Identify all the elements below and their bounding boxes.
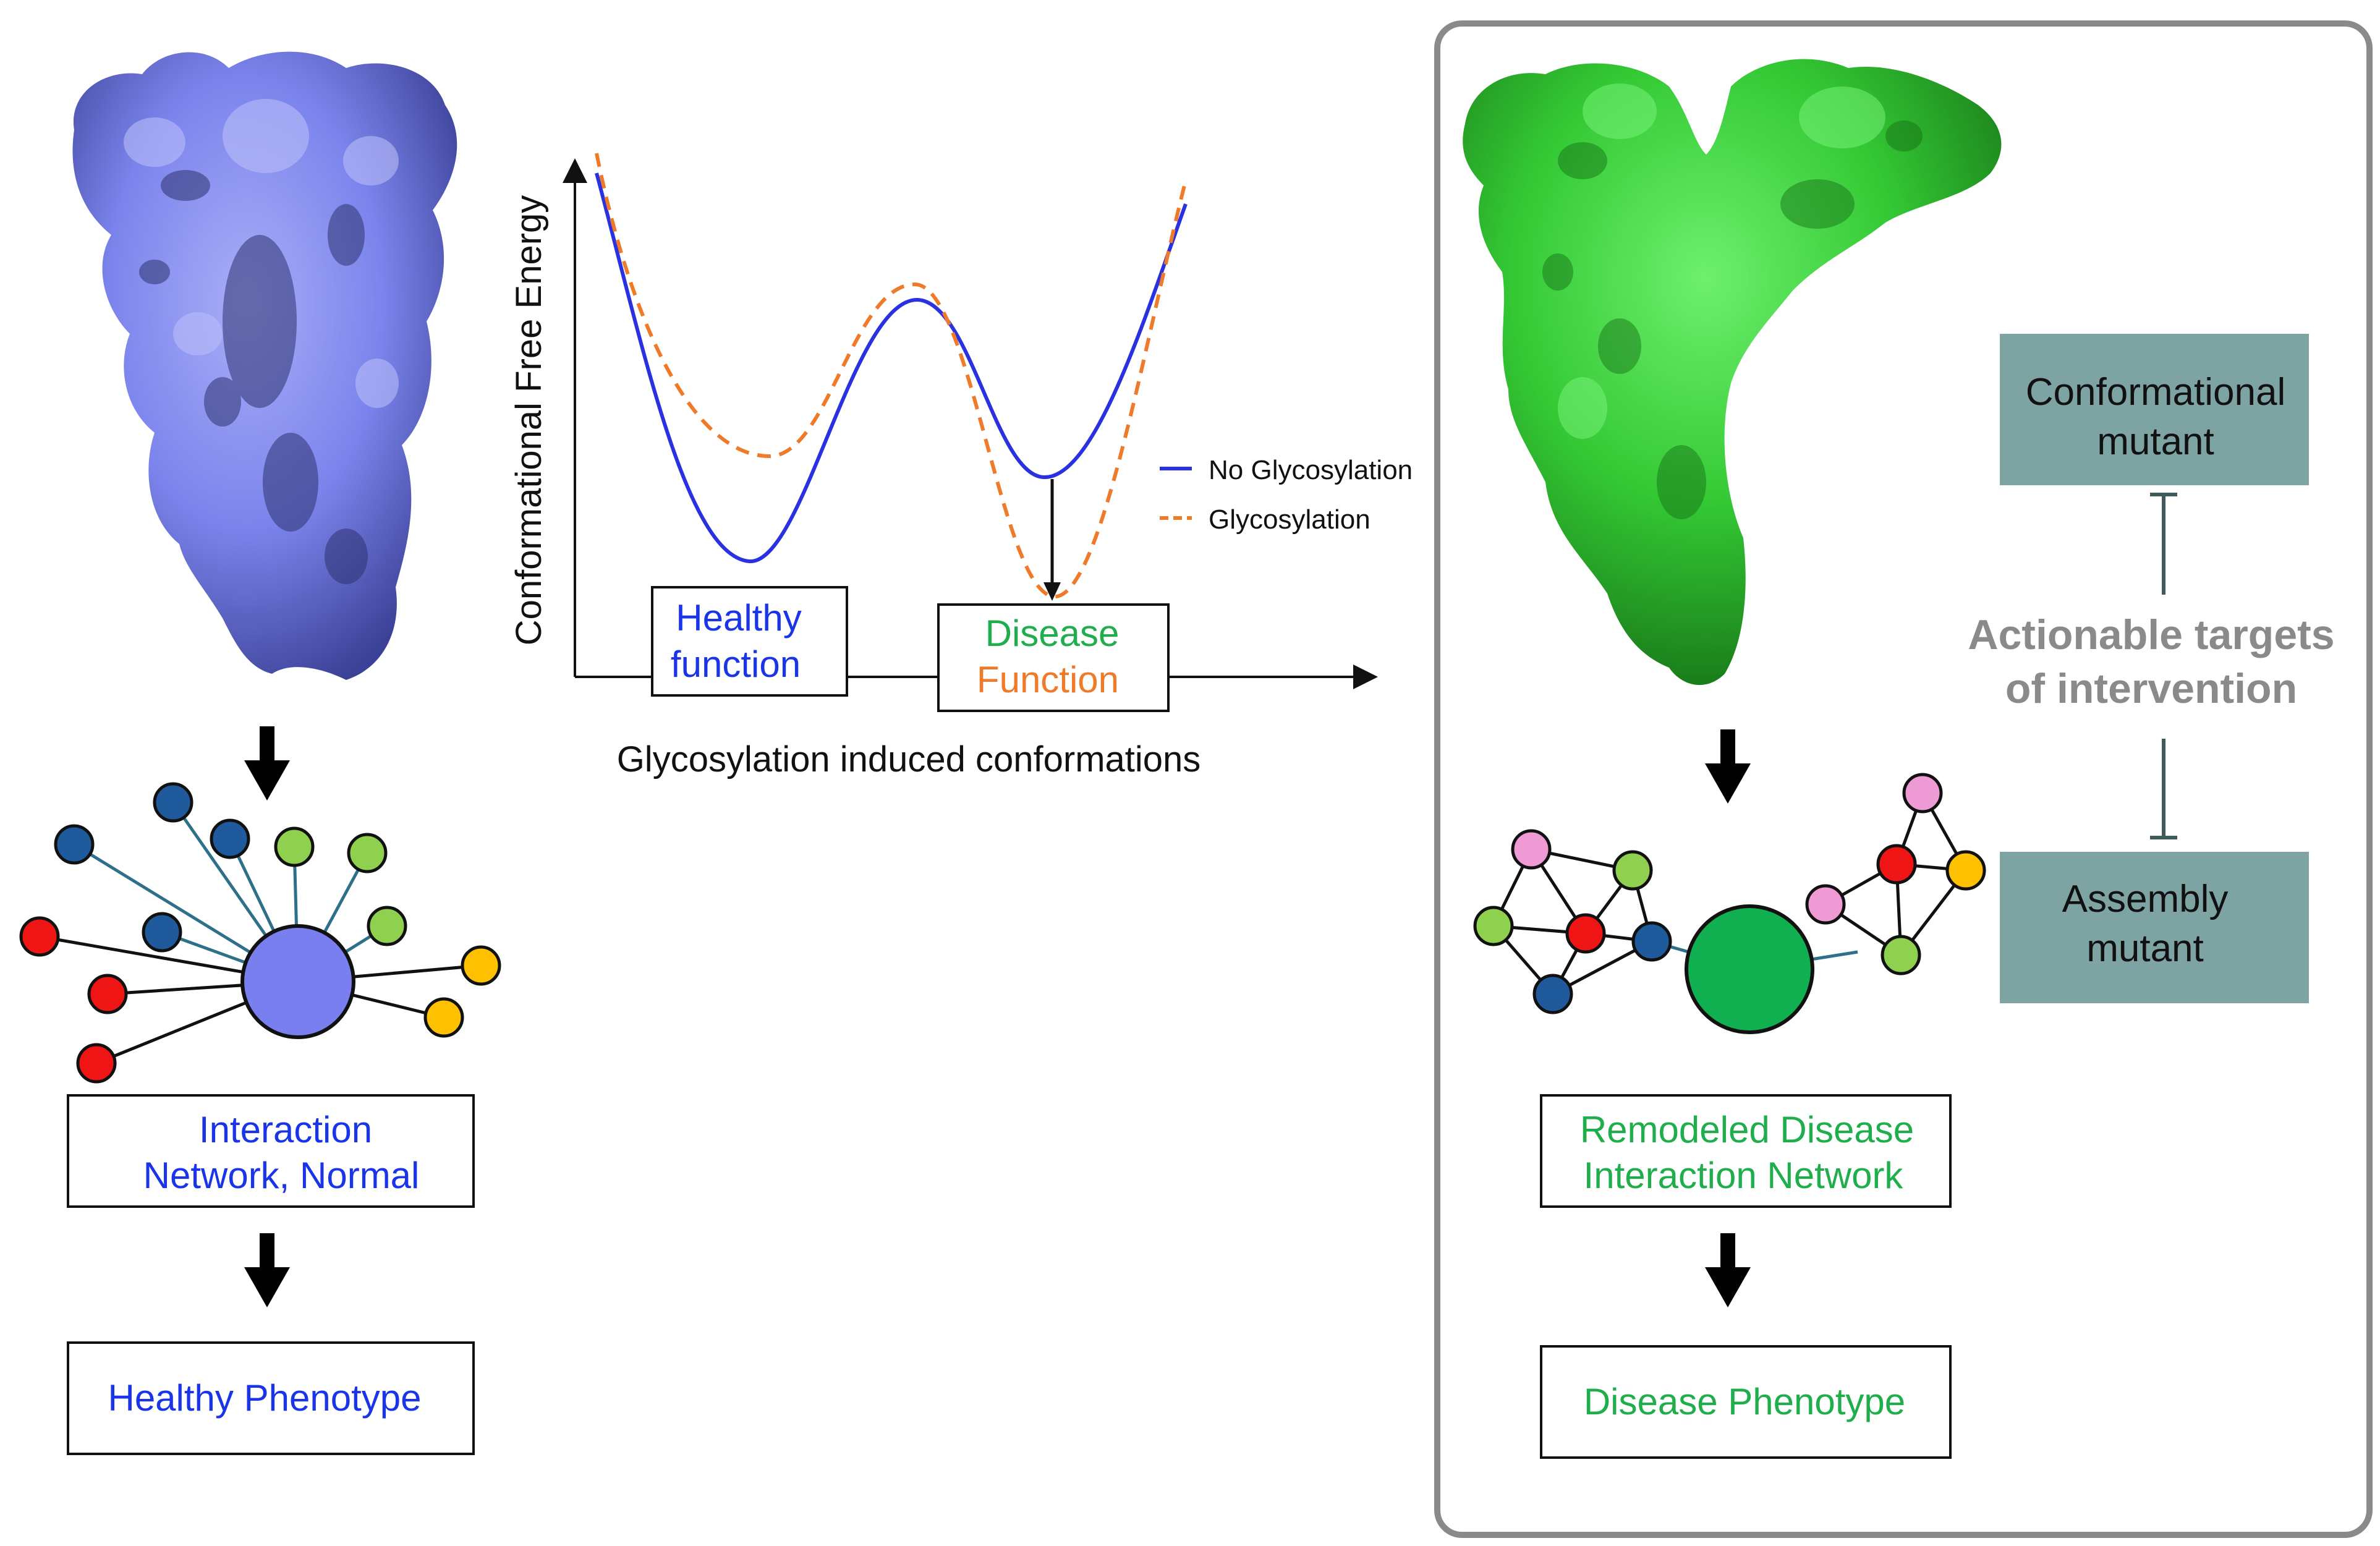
disease-protein-structure: [1463, 59, 2002, 686]
healthy-network-label-line2: Network, Normal: [143, 1155, 420, 1196]
disease-function-line1: Disease: [985, 613, 1120, 654]
plot-legend: No Glycosylation Glycosylation: [1160, 455, 1413, 535]
curve-glycosylation: [595, 153, 1188, 599]
disease-interaction-network: [1473, 773, 1986, 1034]
down-arrow-icon: [1705, 729, 1751, 804]
healthy-interaction-network: [19, 782, 501, 1084]
actionable-targets-label: Actionable targets of intervention: [1968, 611, 2334, 712]
legend-glycosylation: Glycosylation: [1209, 504, 1371, 535]
node-red: [1876, 844, 1917, 885]
hub-node-healthy: [240, 924, 355, 1039]
healthy-protein-structure: [72, 51, 457, 680]
conformational-mutant-line2: mutant: [2097, 420, 2214, 463]
healthy-function-line1: Healthy: [676, 597, 801, 639]
inhibition-connector-top: [2150, 493, 2177, 595]
actionable-line2: of intervention: [2005, 665, 2297, 712]
legend-no-glycosylation: No Glycosylation: [1209, 455, 1413, 485]
disease-panel-frame: [1434, 20, 2373, 1538]
disease-function-line2: Function: [977, 659, 1119, 700]
assembly-mutant-line1: Assembly: [2062, 878, 2229, 920]
node-pink: [1511, 829, 1552, 870]
node-dark-blue: [153, 782, 193, 823]
inhibition-connector-bottom: [2150, 739, 2177, 839]
healthy-function-line2: function: [671, 643, 801, 685]
y-axis-label: Conformational Free Energy: [509, 195, 549, 646]
disease-network-label-line2: Interaction Network: [1584, 1155, 1904, 1196]
node-yellow: [461, 945, 501, 986]
node-red: [76, 1043, 117, 1084]
node-green: [367, 906, 407, 946]
node-red: [1565, 913, 1606, 954]
down-arrow-icon: [1705, 1233, 1751, 1307]
curve-no-glycosylation: [595, 172, 1188, 564]
node-red: [87, 974, 128, 1014]
disease-network-box: Remodeled Disease Interaction Network: [1540, 1094, 1952, 1208]
energy-landscape-plot: Conformational Free Energy Glycosylation…: [509, 153, 1413, 779]
node-dark-blue: [1631, 921, 1672, 962]
healthy-phenotype-box: Healthy Phenotype: [67, 1341, 475, 1455]
node-dark-blue: [1532, 974, 1573, 1014]
disease-network-label-line1: Remodeled Disease: [1580, 1109, 1914, 1150]
node-dark-blue: [210, 818, 250, 859]
down-arrow-icon: [244, 726, 290, 801]
node-yellow: [1945, 850, 1986, 891]
x-axis-label: Glycosylation induced conformations: [617, 739, 1201, 779]
node-yellow: [423, 997, 464, 1038]
node-green: [1612, 850, 1653, 891]
healthy-phenotype-label: Healthy Phenotype: [108, 1377, 421, 1419]
node-pink: [1902, 773, 1943, 813]
assembly-mutant-line2: mutant: [2086, 927, 2204, 970]
assembly-mutant-box: Assembly mutant: [2000, 852, 2309, 1003]
node-pink: [1805, 884, 1846, 925]
node-green: [347, 833, 388, 873]
node-green: [1881, 935, 1921, 975]
disease-phenotype-label: Disease Phenotype: [1584, 1381, 1905, 1422]
healthy-network-label-line1: Interaction: [199, 1109, 372, 1150]
node-dark-blue: [54, 824, 95, 865]
conformational-mutant-box: Conformational mutant: [2000, 334, 2309, 485]
healthy-network-box: Interaction Network, Normal: [67, 1094, 475, 1208]
node-red: [19, 916, 60, 957]
disease-phenotype-box: Disease Phenotype: [1540, 1345, 1952, 1459]
node-green: [1473, 906, 1514, 946]
node-dark-blue: [142, 912, 182, 953]
node-green: [274, 826, 315, 867]
healthy-function-box: Healthy function: [651, 586, 848, 697]
disease-function-box: Disease Function: [937, 603, 1170, 712]
hub-node-disease: [1685, 904, 1814, 1034]
conformational-mutant-line1: Conformational: [2026, 371, 2285, 414]
actionable-line1: Actionable targets: [1968, 611, 2334, 658]
down-arrow-icon: [244, 1233, 290, 1307]
